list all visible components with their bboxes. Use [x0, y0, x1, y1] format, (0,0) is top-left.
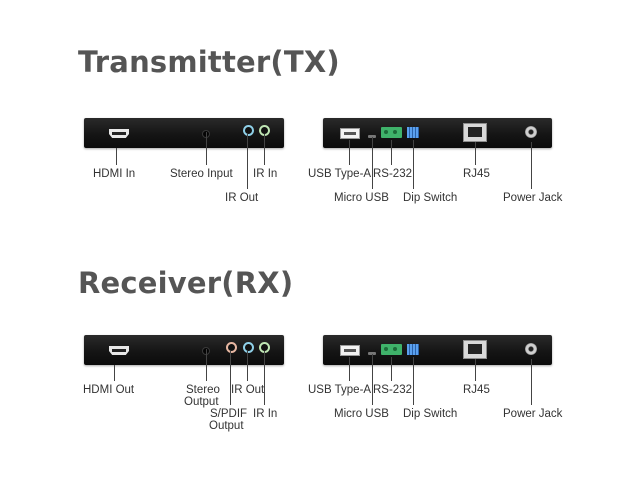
lead-line: [116, 148, 117, 165]
lead-line: [264, 134, 265, 165]
usb-a-port-icon: [340, 345, 360, 356]
label-ir-out: IR Out: [225, 192, 259, 204]
tx-title: Transmitter(TX): [78, 45, 340, 79]
rj45-port-icon: [463, 340, 487, 359]
lead-line: [413, 357, 414, 405]
label-hdmi-in: HDMI In: [93, 168, 136, 180]
lead-line: [372, 354, 373, 405]
lead-line: [372, 137, 373, 189]
rs232-terminal-icon: [381, 127, 402, 138]
rs232-terminal-icon: [381, 344, 402, 355]
lead-line: [264, 351, 265, 405]
label-micro-usb: Micro USB: [334, 408, 389, 420]
label-ir-in: IR In: [253, 408, 278, 420]
label-rj45: RJ45: [463, 168, 490, 180]
micro-usb-port-icon: [368, 135, 376, 138]
label-spdif-output-line1: S/PDIF: [210, 408, 248, 420]
lead-line: [531, 359, 532, 405]
label-power-jack: Power Jack: [503, 408, 563, 420]
label-rs232: RS-232: [373, 168, 412, 180]
label-ir-out: IR Out: [231, 384, 265, 396]
lead-line: [413, 140, 414, 189]
lead-line: [206, 132, 207, 165]
usb-a-port-icon: [340, 128, 360, 139]
label-stereo-output-line1: Stereo: [186, 384, 220, 396]
power-jack-icon: [525, 126, 537, 138]
label-rs232: RS-232: [373, 384, 412, 396]
label-dip-switch: Dip Switch: [403, 192, 458, 204]
lead-line: [247, 134, 248, 189]
dip-switch-icon: [407, 344, 419, 355]
label-spdif-output-line2: Output: [209, 420, 244, 432]
lead-line: [391, 357, 392, 381]
spdif-output-jack-icon: [226, 342, 237, 353]
ir-out-jack-icon: [243, 342, 254, 353]
ir-out-jack-icon: [243, 125, 254, 136]
lead-line: [349, 357, 350, 381]
dip-switch-icon: [407, 127, 419, 138]
label-dip-switch: Dip Switch: [403, 408, 458, 420]
rj45-port-icon: [463, 123, 487, 142]
lead-line: [349, 140, 350, 165]
label-stereo-output-line2: Output: [184, 396, 219, 408]
lead-line: [206, 349, 207, 381]
power-jack-icon: [525, 343, 537, 355]
label-rj45: RJ45: [463, 384, 490, 396]
rx-title: Receiver(RX): [78, 266, 294, 300]
tx-front-panel: [84, 118, 284, 148]
label-micro-usb: Micro USB: [334, 192, 389, 204]
lead-line: [391, 140, 392, 165]
lead-line: [230, 351, 231, 405]
label-usb-type-a: USB Type-A: [308, 168, 372, 180]
hdmi-port-icon: [109, 346, 129, 355]
label-power-jack: Power Jack: [503, 192, 563, 204]
rx-front-panel: [84, 335, 284, 365]
lead-line: [247, 351, 248, 381]
lead-line: [475, 142, 476, 165]
tx-rear-panel: [323, 118, 552, 148]
label-ir-in: IR In: [253, 168, 278, 180]
hdmi-port-icon: [109, 129, 129, 138]
lead-line: [114, 365, 115, 381]
label-stereo-input: Stereo Input: [170, 168, 233, 180]
lead-line: [531, 142, 532, 189]
micro-usb-port-icon: [368, 352, 376, 355]
label-usb-type-a: USB Type-A: [308, 384, 372, 396]
label-hdmi-out: HDMI Out: [83, 384, 135, 396]
lead-line: [475, 359, 476, 381]
rx-rear-panel: [323, 335, 552, 365]
